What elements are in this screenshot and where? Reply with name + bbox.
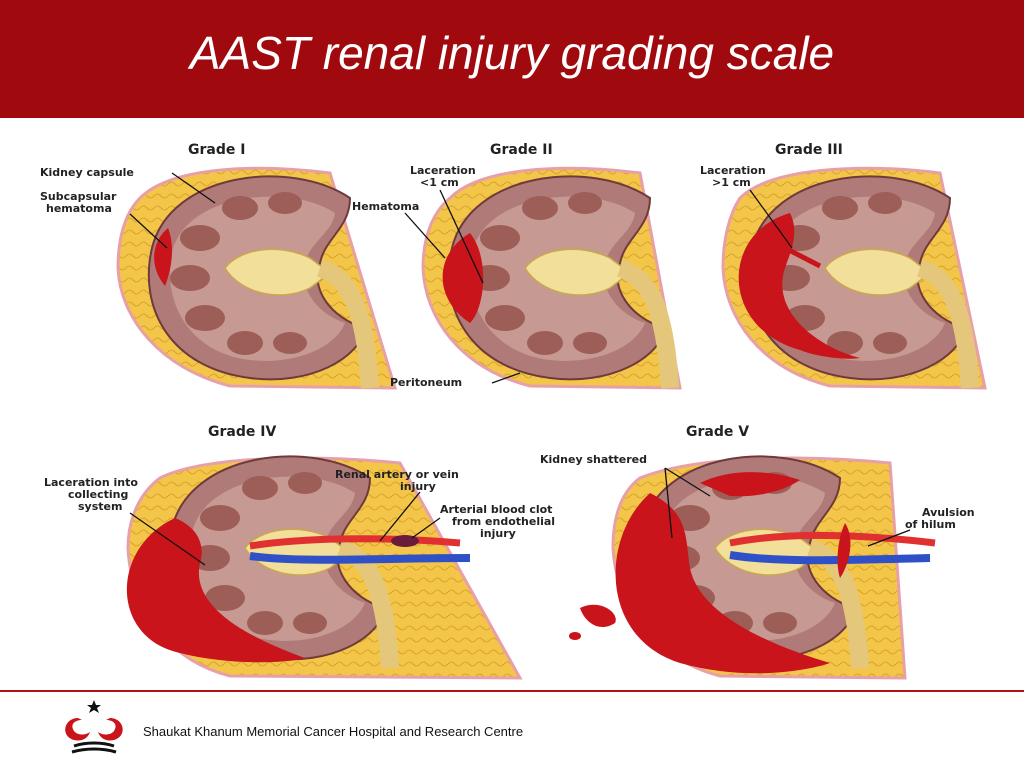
renal-vein <box>249 552 471 564</box>
label-laceration: Laceration <box>700 164 766 177</box>
renal-artery <box>249 535 461 550</box>
label-collecting: collecting <box>68 488 128 501</box>
label-from-endothelial: from endothelial <box>452 515 555 528</box>
label-hematoma: Hematoma <box>352 200 419 213</box>
label-kidney-capsule: Kidney capsule <box>40 166 134 179</box>
grade-3-panel: Grade III Laceration >1 cm <box>700 142 987 388</box>
renal-vein <box>729 551 931 565</box>
pointer-line <box>491 372 521 384</box>
label-kidney-shattered: Kidney shattered <box>540 453 647 466</box>
pointer-line <box>379 491 421 542</box>
grade-2-panel: Grade II Laceration <1 cm Hematoma Perit… <box>352 142 682 389</box>
subcapsular-hematoma <box>154 228 172 286</box>
grade-1-panel: Grade I Kidney capsule Subcapsular hemat… <box>40 142 398 388</box>
label-system: system <box>78 500 122 513</box>
label-of-hilum: of hilum <box>905 518 956 531</box>
label-arterial-clot: Arterial blood clot <box>440 503 552 516</box>
footer-divider <box>0 690 1024 692</box>
hematoma <box>442 233 484 323</box>
grade-3-title: Grade III <box>775 142 843 158</box>
pointer-line <box>171 172 216 204</box>
pointer-line <box>404 212 446 259</box>
label-peritoneum: Peritoneum <box>390 376 462 389</box>
label-hematoma: hematoma <box>46 202 112 215</box>
laceration-hematoma <box>738 213 860 359</box>
footer-text: Shaukat Khanum Memorial Cancer Hospital … <box>143 724 524 739</box>
hilum-avulsion <box>837 523 851 578</box>
pointer-line <box>129 512 206 566</box>
pointer-line <box>749 189 793 249</box>
grade-4-title: Grade IV <box>208 424 276 440</box>
pointer-line <box>664 467 711 497</box>
label-injury: injury <box>400 480 436 493</box>
slide-title: AAST renal injury grading scale <box>189 27 835 79</box>
pointer-line <box>664 467 673 539</box>
label-laceration-into: Laceration into <box>44 476 138 489</box>
label-laceration: Laceration <box>410 164 476 177</box>
grade-5-title: Grade V <box>686 424 749 440</box>
grade-4-panel: Grade IV Laceration into collecting syst… <box>44 424 555 680</box>
renal-artery <box>729 532 936 547</box>
label-subcapsular: Subcapsular <box>40 190 117 203</box>
title-banner: AAST renal injury grading scale <box>0 0 1024 118</box>
pointer-line <box>411 517 441 539</box>
label-avulsion: Avulsion <box>922 506 975 519</box>
shattered-fragment <box>700 472 800 497</box>
label-laceration-size: <1 cm <box>420 176 459 189</box>
grade-5-panel: Grade V Kidney shattered Avulsion of hil… <box>540 424 975 680</box>
label-renal-artery-vein: Renal artery or vein <box>335 468 459 481</box>
grade-1-title: Grade I <box>188 142 245 158</box>
label-laceration-size: >1 cm <box>712 176 751 189</box>
laceration <box>783 245 822 269</box>
shattered-hemorrhage <box>615 493 830 674</box>
label-injury-2: injury <box>480 527 516 540</box>
hematoma <box>126 518 305 663</box>
blood-clot <box>391 535 419 547</box>
hospital-logo <box>65 700 123 754</box>
blood-drop <box>569 632 581 640</box>
pointer-line <box>129 213 168 249</box>
grade-2-title: Grade II <box>490 142 553 158</box>
pointer-line <box>439 189 484 284</box>
blood-spatter <box>580 604 616 628</box>
pointer-line <box>867 529 911 547</box>
renal-injury-diagram: Grade I Kidney capsule Subcapsular hemat… <box>40 142 987 680</box>
